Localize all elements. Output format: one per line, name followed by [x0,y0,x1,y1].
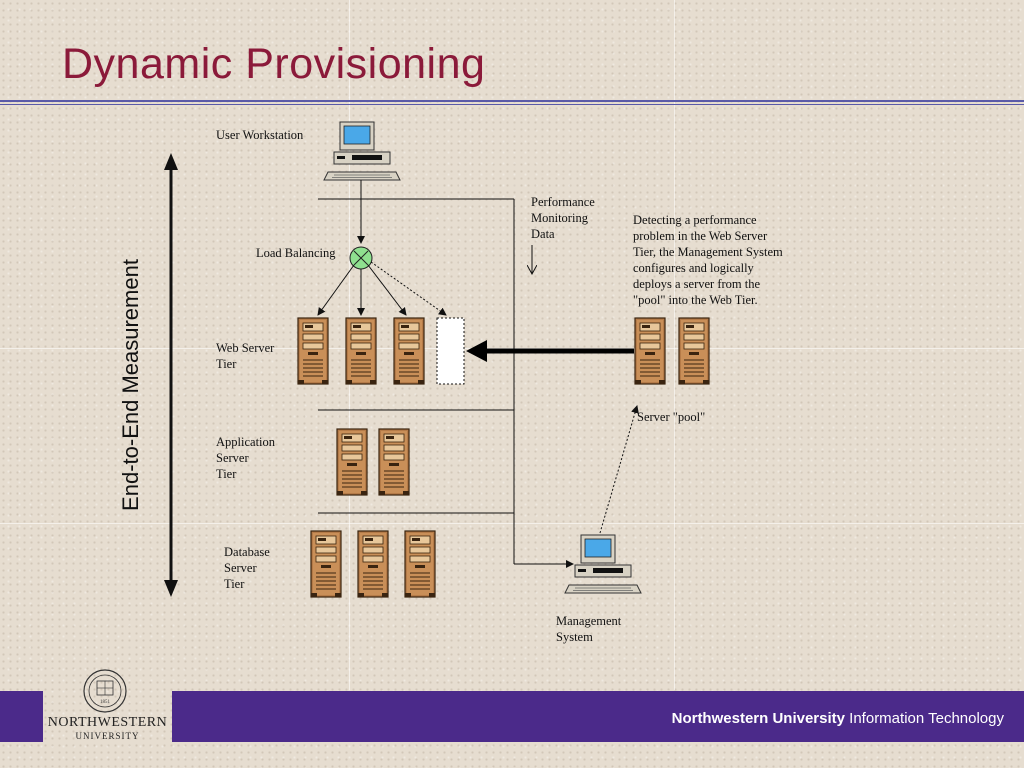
grid-line [674,0,675,690]
app-server-icon [336,428,368,496]
app-server-icon [378,428,410,496]
title-rule [0,100,1024,102]
load-balancing-label: Load Balancing [256,246,336,260]
lb-arrow [317,264,355,316]
northwestern-logo: 1851 NORTHWESTERN UNIVERSITY [43,665,172,768]
footer-bar [172,691,1024,742]
db-server-icon [357,530,389,598]
web-server-tier-label: Web Server Tier [216,341,275,371]
server-pool-label: Server "pool" [637,410,706,424]
application-server-tier-label: Application Server Tier [216,435,276,481]
footer-department: Information Technology [849,710,1004,727]
web-server-icon [345,317,377,385]
title-rule [0,104,1024,105]
end-to-end-arrow-top [164,153,178,170]
grid-line [0,523,1024,524]
footer-bar-left [0,691,43,742]
db-server-icon [310,530,342,598]
management-to-pool-arrow [599,405,639,534]
slide-title: Dynamic Provisioning [62,40,486,88]
performance-monitoring-label: Performance Monitoring Data [531,195,595,241]
provisioned-server-slot [436,317,465,385]
end-to-end-arrow-bottom [164,580,178,597]
footer-text: Northwestern University Information Tech… [672,710,1004,727]
db-server-icon [404,530,436,598]
user-workstation-icon [323,121,401,181]
management-system-label: Management System [556,614,622,644]
logo-sub: UNIVERSITY [75,731,140,741]
lb-arrow [367,264,407,316]
university-seal-icon: 1851 [83,669,127,713]
web-server-icon [297,317,329,385]
pool-server-icon [678,317,710,385]
database-server-tier-label: Database Server Tier [224,545,270,591]
lb-arrow-dotted [370,261,447,316]
user-workstation-label: User Workstation [216,128,304,142]
web-server-icon [393,317,425,385]
footer-university: Northwestern University [671,710,845,727]
description-text: Detecting a performance problem in the W… [633,213,783,307]
management-system-icon [564,534,642,594]
logo-name: NORTHWESTERN [47,715,168,730]
seal-year: 1851 [100,700,111,705]
end-to-end-measurement-label: End-to-End Measurement [118,259,143,511]
pool-server-icon [634,317,666,385]
